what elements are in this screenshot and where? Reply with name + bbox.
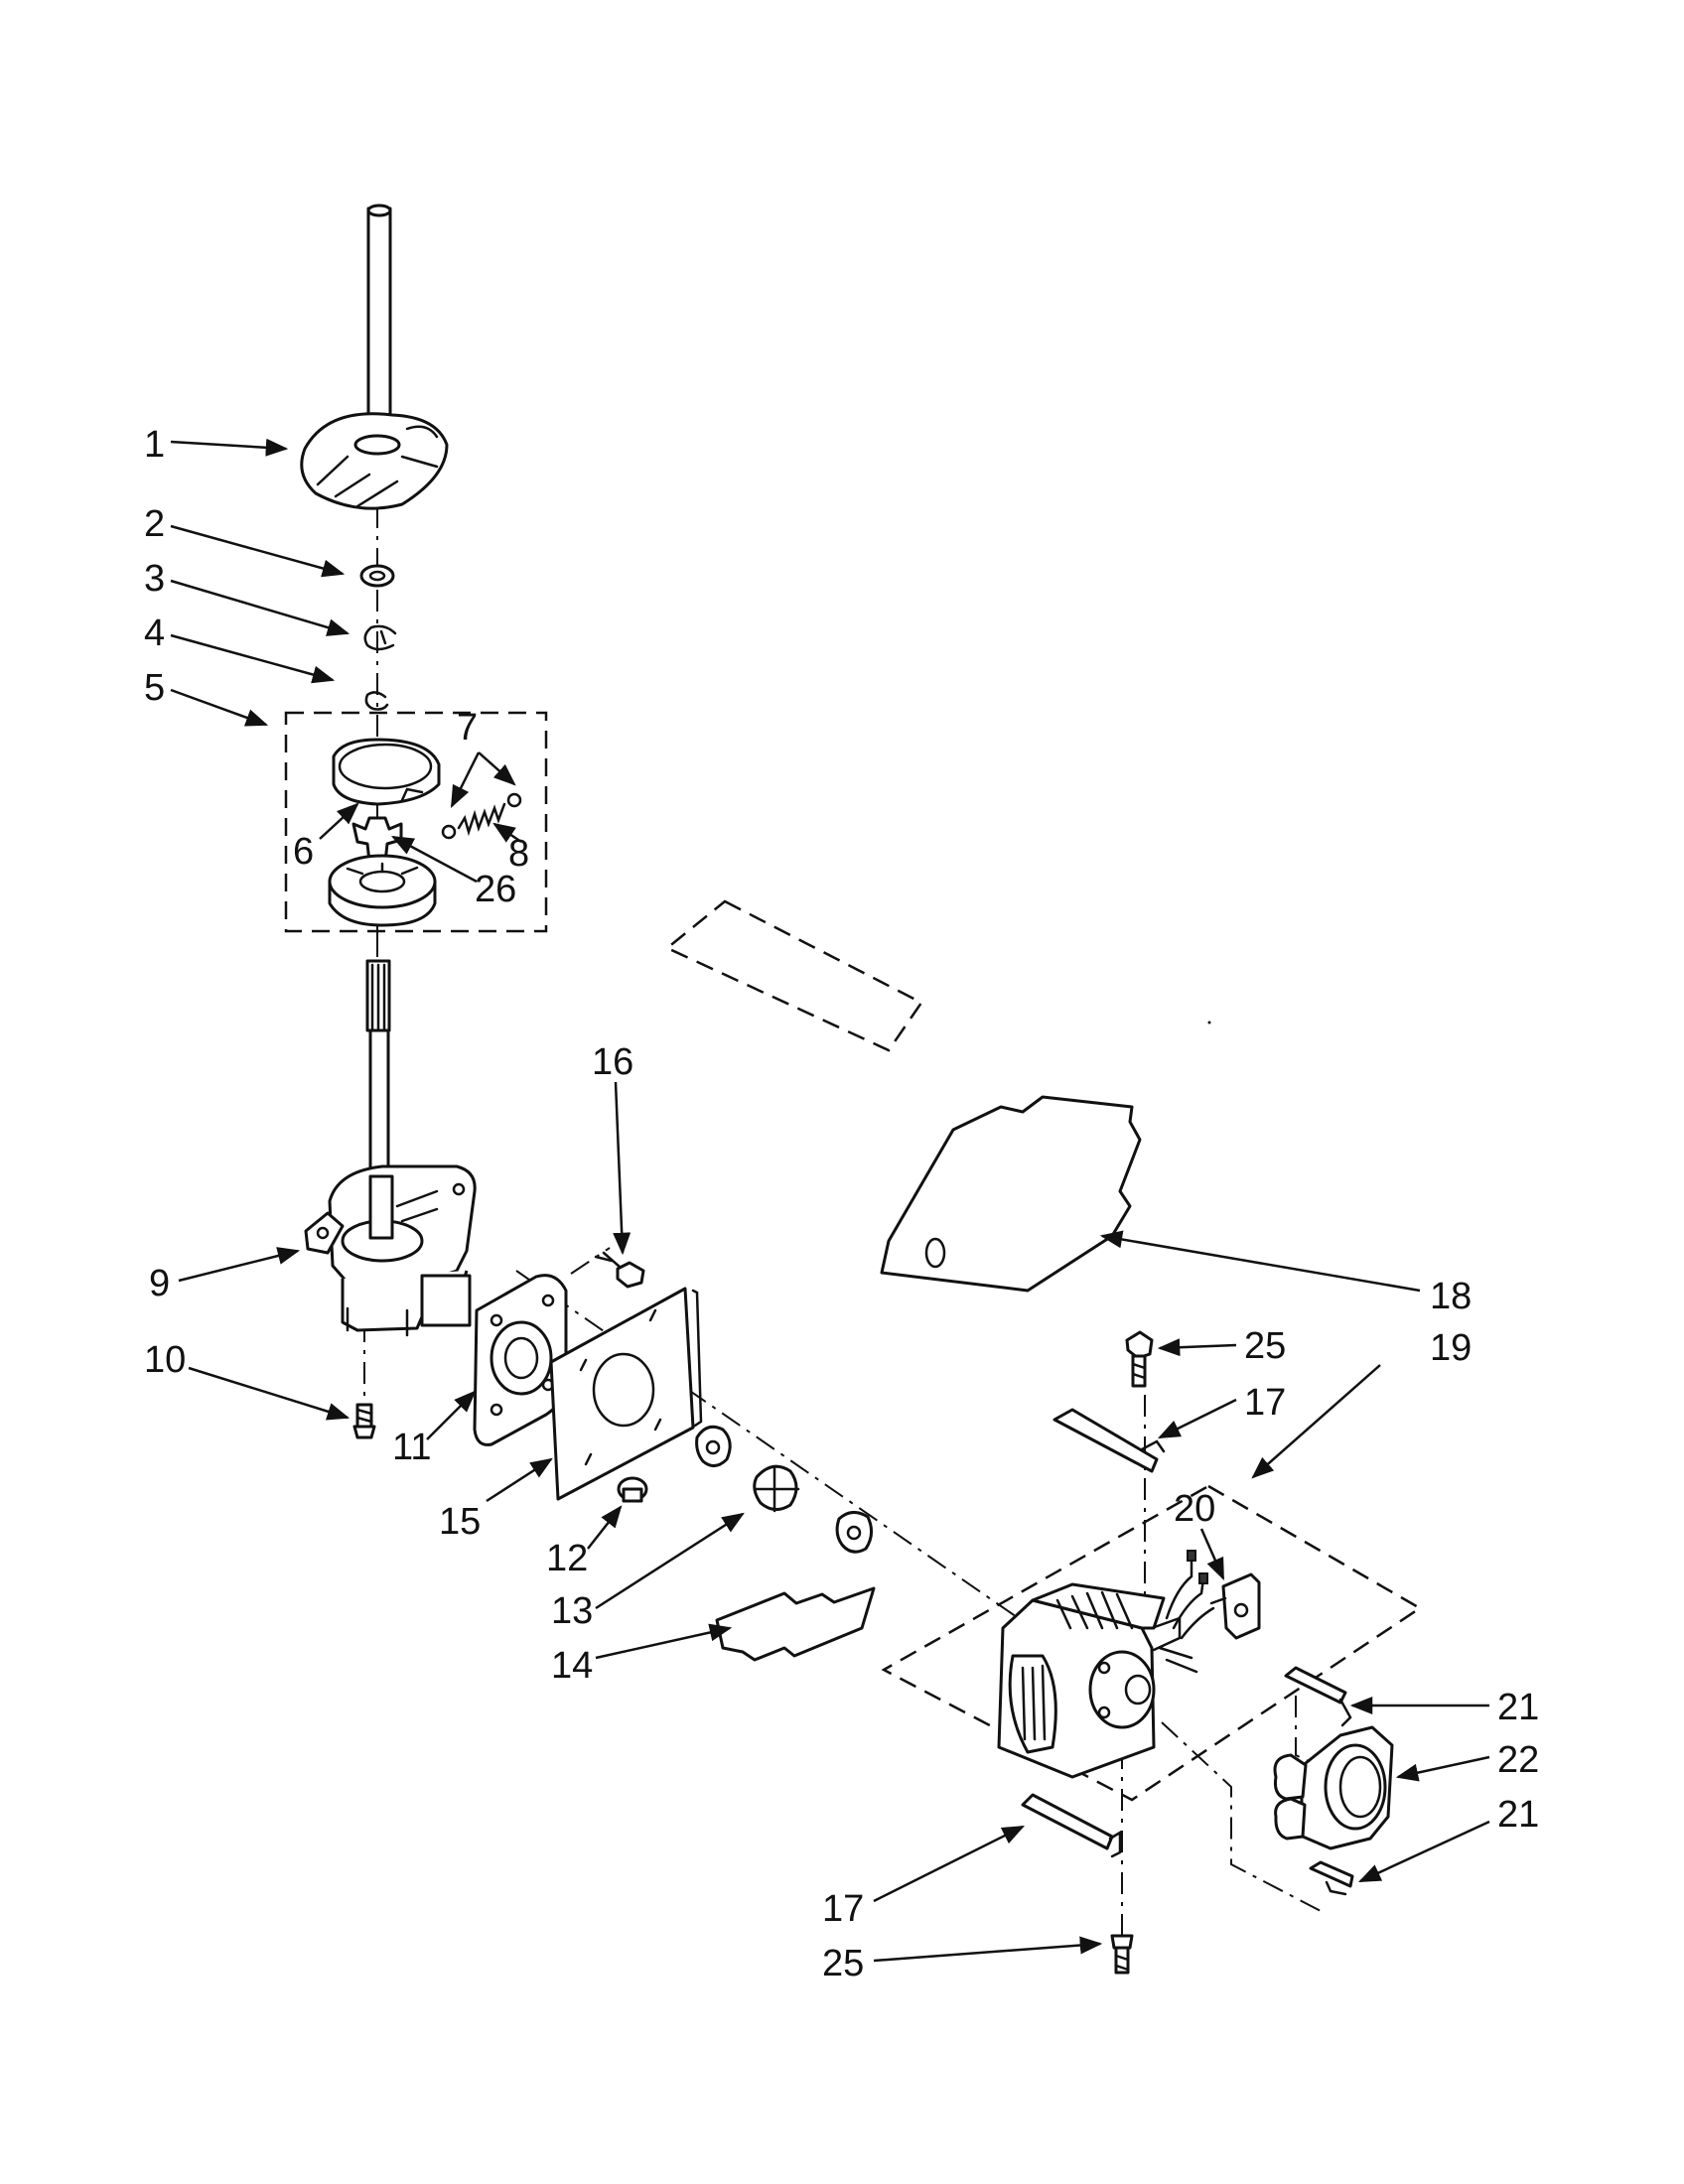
part-8-spring [441, 792, 522, 840]
callout-25-bottom: 25 [822, 1943, 864, 1984]
leader-2 [170, 524, 346, 578]
callout-6: 6 [293, 831, 314, 873]
plate-pin-line [570, 1247, 611, 1275]
callout-16: 16 [592, 1041, 633, 1083]
part-17-clip-bottom [1021, 1793, 1122, 1858]
group-box-13 [664, 899, 923, 1052]
leader-22 [1395, 1755, 1490, 1782]
callout-9: 9 [149, 1263, 170, 1304]
callout-12: 12 [546, 1538, 588, 1579]
leader-26 [391, 835, 478, 884]
part-17-clip-top [1052, 1408, 1166, 1473]
part-10-screw [352, 1403, 376, 1439]
part-21-pump-clip-lower [1309, 1860, 1354, 1896]
callout-15: 15 [439, 1501, 481, 1543]
part-12-plug [617, 1476, 648, 1503]
leader-8 [492, 822, 522, 844]
leader-10 [188, 1366, 351, 1421]
motor [997, 1582, 1198, 1779]
leader-18 [1099, 1230, 1421, 1293]
leader-3 [170, 579, 351, 636]
callout-17-bottom: 17 [822, 1888, 864, 1930]
callout-18: 18 [1430, 1276, 1472, 1317]
part-26-drive-hub [351, 816, 403, 864]
leader-7b [478, 751, 516, 786]
drive-pulley [328, 854, 437, 927]
part-21-pump-clip-upper [1284, 1666, 1352, 1727]
part-3-clip [363, 624, 397, 651]
callout-3: 3 [144, 558, 165, 600]
leader-21-lower [1357, 1820, 1490, 1883]
leader-17-bottom [873, 1825, 1026, 1903]
part-18-heat-shield [880, 1095, 1142, 1293]
callout-4: 4 [144, 613, 165, 654]
bracket-axis-line [1295, 1696, 1322, 1768]
leader-12 [587, 1505, 623, 1550]
group-box-19 [881, 1484, 1423, 1802]
leader-17-top [1157, 1398, 1237, 1439]
part-25-screw-top [1125, 1330, 1154, 1388]
part-15-mounting-plate [549, 1287, 703, 1501]
part-16-bolt [594, 1251, 645, 1289]
leader-15 [486, 1457, 553, 1503]
callout-14: 14 [551, 1645, 593, 1687]
part-20-switch [1209, 1572, 1261, 1640]
part-4-retaining-ring [364, 691, 389, 711]
leader-9 [178, 1247, 301, 1283]
part-22-pump [1273, 1725, 1394, 1850]
part-2-washer [359, 564, 395, 588]
part-13-coupling [695, 1425, 873, 1554]
callout-22: 22 [1497, 1739, 1539, 1781]
leader-16 [613, 1081, 632, 1256]
part-11-bearing-bracket [473, 1274, 568, 1446]
callout-26: 26 [475, 869, 516, 910]
motor-wires [1165, 1550, 1215, 1640]
callout-25-top: 25 [1244, 1325, 1286, 1367]
leader-1 [170, 438, 289, 457]
group-box-5 [284, 711, 548, 933]
callout-20: 20 [1174, 1488, 1215, 1530]
callout-21-lower: 21 [1497, 1794, 1539, 1836]
part-6-drive-band [332, 738, 441, 806]
part-25-screw-bottom [1110, 1934, 1134, 1975]
callout-5: 5 [144, 667, 165, 709]
callout-8: 8 [508, 833, 529, 875]
leader-14 [595, 1623, 733, 1660]
leader-7a [450, 751, 481, 809]
callout-10: 10 [144, 1339, 186, 1381]
callout-21-upper: 21 [1497, 1687, 1539, 1728]
callout-2: 2 [144, 503, 165, 545]
part-9-gearcase [304, 1164, 477, 1337]
callout-17-top: 17 [1244, 1382, 1286, 1424]
leader-20 [1199, 1528, 1225, 1581]
leader-25-top [1157, 1338, 1237, 1357]
leader-19 [1251, 1364, 1381, 1479]
leader-25-bottom [873, 1936, 1103, 1963]
speck [1207, 1021, 1211, 1024]
motor-axis-line [515, 1270, 1034, 1629]
callout-13: 13 [551, 1590, 593, 1632]
leader-5 [170, 688, 269, 727]
callout-11: 11 [392, 1427, 431, 1468]
leader-6 [319, 802, 359, 840]
part-14-shield-plate [715, 1586, 876, 1662]
callout-1: 1 [144, 424, 165, 466]
leader-13 [595, 1512, 745, 1610]
leader-11 [426, 1390, 477, 1440]
callout-19: 19 [1430, 1327, 1472, 1369]
pump-axis-line [1161, 1721, 1322, 1912]
callout-7: 7 [457, 707, 478, 749]
part-1-shift-cam-shaft [300, 204, 449, 510]
leader-4 [170, 633, 336, 684]
